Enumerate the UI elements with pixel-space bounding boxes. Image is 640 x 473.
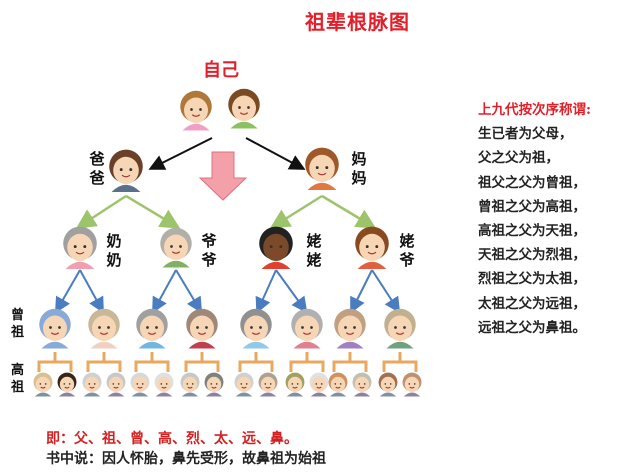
maternal-grandma-avatar xyxy=(259,226,293,269)
green-arrow xyxy=(269,194,323,229)
blue-arrow xyxy=(255,269,277,314)
diagram-title: 祖辈根脉图 xyxy=(305,10,410,34)
blue-arrow xyxy=(275,269,308,314)
bracket-connector xyxy=(134,352,170,372)
paternal-grandma-label: 奶奶 xyxy=(106,232,122,269)
great-great-grandparent-avatar xyxy=(402,372,422,397)
bracket-connector xyxy=(86,352,122,372)
rule-line: 祖父之父为曾祖， xyxy=(478,174,586,191)
maternal-grandpa-avatar xyxy=(355,226,389,269)
bracket-connector xyxy=(289,352,325,372)
bracket-connector xyxy=(332,352,368,372)
blue-arrow xyxy=(152,269,177,314)
great-great-grandparent-avatar xyxy=(352,372,372,397)
green-arrow xyxy=(75,194,127,229)
boy-avatar xyxy=(228,88,260,129)
paternal-grandpa-avatar xyxy=(160,227,192,268)
black-arrow xyxy=(148,137,213,170)
great-grandparent-avatar xyxy=(136,308,168,349)
great-great-grandparent-avatar xyxy=(33,372,53,397)
rule-line: 生已者为父母， xyxy=(478,126,573,143)
great-great-grandparent-avatar xyxy=(328,372,348,397)
down-arrow-icon xyxy=(198,151,248,201)
great-grandparent-avatar xyxy=(186,308,218,349)
maternal-grandpa-label: 姥爷 xyxy=(399,232,415,269)
great-great-grandparent-avatar xyxy=(130,372,150,397)
great-great-grandparent-avatar xyxy=(106,372,126,397)
great-great-grandparent-label: 高祖 xyxy=(11,363,25,395)
dad-label: 爸爸 xyxy=(89,150,105,187)
great-great-grandparent-avatar xyxy=(57,372,77,397)
blue-arrow xyxy=(175,269,203,314)
great-grandparent-avatar xyxy=(88,308,120,349)
maternal-grandma-label: 姥姥 xyxy=(306,232,322,269)
bracket-connector xyxy=(382,352,418,372)
rules-heading: 上九代按次序称谓: xyxy=(478,102,591,118)
great-great-grandparent-avatar xyxy=(285,372,305,397)
bracket-connector xyxy=(184,352,220,372)
footer-summary: 即：父、祖、曾、高、烈、太、远、鼻。 xyxy=(46,431,298,447)
generation-rules: 上九代按次序称谓: 生已者为父母， 父之父为祖， 祖父之父为曾祖， 曾祖之父为高… xyxy=(478,98,591,340)
green-arrow xyxy=(125,194,181,229)
great-grandparent-avatar xyxy=(240,308,272,349)
bracket-connector xyxy=(238,352,274,372)
rule-line: 曾祖之父为高祖， xyxy=(478,198,586,215)
rule-line: 高祖之父为天祖， xyxy=(478,223,586,240)
blue-arrow xyxy=(55,269,81,314)
self-label: 自己 xyxy=(203,60,239,81)
rule-line: 天祖之父为烈祖， xyxy=(478,247,586,264)
mom-label: 妈妈 xyxy=(351,150,367,187)
great-great-grandparent-avatar xyxy=(309,372,329,397)
rule-line: 远祖之父为鼻祖。 xyxy=(478,319,586,336)
great-great-grandparent-avatar xyxy=(204,372,224,397)
great-great-grandparent-avatar xyxy=(258,372,278,397)
great-great-grandparent-avatar xyxy=(154,372,174,397)
rule-line: 烈祖之父为太祖， xyxy=(478,271,586,288)
great-grandparent-avatar xyxy=(291,308,323,349)
paternal-grandma-avatar xyxy=(63,226,97,269)
girl-avatar xyxy=(180,90,212,131)
great-grandparent-avatar xyxy=(39,308,71,349)
mom-avatar xyxy=(305,147,339,190)
great-grandparent-avatar xyxy=(384,308,416,349)
black-arrow xyxy=(245,137,306,170)
blue-arrow xyxy=(371,269,401,314)
great-great-grandparent-avatar xyxy=(82,372,102,397)
great-great-grandparent-avatar xyxy=(180,372,200,397)
great-great-grandparent-avatar xyxy=(234,372,254,397)
great-grandparent-label: 曾祖 xyxy=(11,308,25,340)
bracket-connector xyxy=(37,352,73,372)
blue-arrow xyxy=(350,269,373,314)
rule-line: 父之父为祖， xyxy=(478,150,559,167)
green-arrow xyxy=(321,194,377,229)
paternal-grandpa-label: 爷爷 xyxy=(201,232,217,269)
rule-line: 太祖之父为远祖， xyxy=(478,295,586,312)
great-great-grandparent-avatar xyxy=(378,372,398,397)
blue-arrow xyxy=(79,269,104,314)
footer-note: 书中说：因人怀胎，鼻先受形，故鼻祖为始祖 xyxy=(46,451,326,467)
great-grandparent-avatar xyxy=(334,308,366,349)
dad-avatar xyxy=(109,149,143,192)
